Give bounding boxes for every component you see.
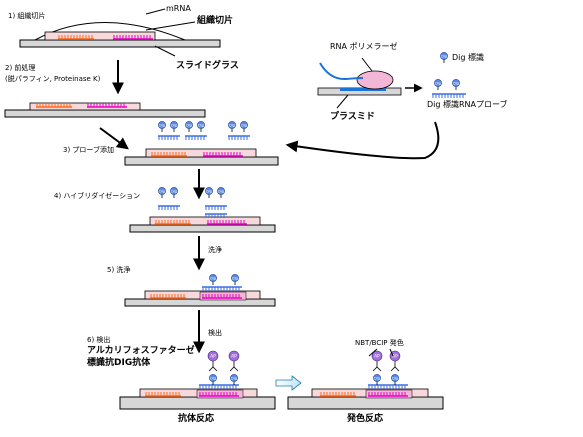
ap-text: AP <box>210 354 216 360</box>
dig-text: Dig <box>232 277 238 281</box>
detect-arrow-label: 検出 <box>208 329 222 337</box>
step4-dig-probes: Dig Dig Dig Dig <box>158 187 227 218</box>
dig-text: Dig <box>218 190 224 194</box>
color-reaction-rna-bands <box>320 389 413 399</box>
step2-slide <box>4 102 206 118</box>
step5-dig-probes: Dig Dig <box>202 274 242 291</box>
rna-polymerase-shape <box>356 70 394 90</box>
step4-label: 4) ハイブリダイゼーション <box>54 192 141 200</box>
dig-icon <box>231 274 239 282</box>
antibody-label-line2: 標識抗DIG抗体 <box>87 358 151 368</box>
dig-labeled-rna-probe-icon: Dig Dig <box>432 79 466 98</box>
color-reaction-label: 発色反応 <box>347 414 384 424</box>
dig-text: Dig <box>229 124 235 128</box>
dig-text: Dig <box>210 377 216 381</box>
step4-rna-bands <box>155 220 247 225</box>
dig-text: Dig <box>159 190 165 194</box>
dig-text: Dig <box>171 124 177 128</box>
step2-rna-bands <box>36 103 127 108</box>
dig-text: Dig <box>186 124 192 128</box>
antibody-label-line1: アルカリフォスファターゼ <box>87 346 195 356</box>
slide-glass-label: スライドグラス <box>176 61 239 71</box>
dig-icon <box>230 374 238 382</box>
plasmid-label: プラスミド <box>330 112 375 122</box>
step3-slide <box>124 148 279 166</box>
ap-text: AP <box>374 354 380 360</box>
dig-icon <box>217 187 225 195</box>
rna-polymerase-label: RNA ポリメラーゼ <box>330 42 398 51</box>
nbt-bcip-label: NBT/BCIP 発色 <box>355 339 404 347</box>
tissue-section-label: 組織切片 <box>197 16 234 26</box>
step4-slide <box>129 216 276 233</box>
step6-rna-bands <box>145 389 244 399</box>
step3-rna-bands <box>151 152 243 157</box>
ap-text: AP <box>231 354 237 360</box>
color-reaction-antibody-complex: Dig AP Dig AP <box>368 350 408 389</box>
mrna-label: mRNA <box>166 4 191 13</box>
dig-icon <box>434 79 442 87</box>
probe-synthesis <box>285 57 440 160</box>
dig-text: Dig <box>210 277 216 281</box>
dig-text: Dig <box>206 190 212 194</box>
arrow-step2-to-3 <box>99 127 129 150</box>
dig-icon <box>158 187 166 195</box>
color-reaction-slide <box>287 388 444 410</box>
dig-icon <box>228 121 236 129</box>
dig-icon <box>240 121 248 129</box>
dig-icon <box>209 274 217 282</box>
dig-text: Dig <box>231 377 237 381</box>
dig-label-legend-icon: Dig <box>440 52 448 63</box>
step1-slide <box>19 22 221 48</box>
dig-text: Dig <box>453 82 459 86</box>
step6-antibody-complex: Dig AP Dig AP <box>199 350 240 389</box>
antibody-arms <box>390 366 400 372</box>
step3-label: 3) プローブ添加 <box>63 146 114 154</box>
dig-text: Dig <box>392 377 398 381</box>
dig-label-legend: Dig 標識 <box>452 53 485 62</box>
arrow-probe-to-step3 <box>285 121 440 160</box>
ap-text: AP <box>392 354 398 360</box>
hybrid-region <box>199 291 247 301</box>
dig-icon <box>452 79 460 87</box>
step6-label: 6) 検出 <box>87 336 111 344</box>
step5-label: 5) 洗浄 <box>107 266 131 274</box>
arrow-to-color-reaction <box>275 375 302 391</box>
dig-icon <box>205 187 213 195</box>
step3-dig-probes: Dig Dig Dig Dig Dig Dig <box>158 121 250 140</box>
dig-text: Dig <box>241 124 247 128</box>
dig-probe-label: Dig 標識RNAプローブ <box>427 100 508 109</box>
antibody-reaction-label: 抗体反応 <box>178 414 215 424</box>
step1-rna-bands <box>58 35 153 40</box>
dig-icon <box>373 374 381 382</box>
step5-rna-bands <box>150 291 247 301</box>
dig-text: Dig <box>171 190 177 194</box>
dig-icon <box>185 121 193 129</box>
antibody-arms <box>229 366 239 372</box>
dig-text: Dig <box>374 377 380 381</box>
dig-icon <box>170 121 178 129</box>
step2-label: 2) 前処理 <box>5 64 36 72</box>
step1-label: 1) 組織切片 <box>8 12 46 20</box>
dig-text: Dig <box>198 124 204 128</box>
hybrid-region <box>196 389 244 399</box>
dig-icon <box>391 374 399 382</box>
dig-icon <box>170 187 178 195</box>
dig-icon <box>158 121 166 129</box>
antibody-arms <box>208 366 218 372</box>
dig-icon <box>440 52 448 60</box>
dig-icon <box>197 121 205 129</box>
antibody-arms <box>372 366 382 372</box>
dig-text: Dig <box>159 124 165 128</box>
step2-detail: (脱パラフィン, Proteinase K) <box>5 75 101 83</box>
dig-icon <box>209 374 217 382</box>
dig-text: Dig <box>435 82 441 86</box>
wash-arrow-label: 洗浄 <box>208 246 222 254</box>
hybrid-region <box>365 389 413 399</box>
dig-text: Dig <box>441 55 447 59</box>
